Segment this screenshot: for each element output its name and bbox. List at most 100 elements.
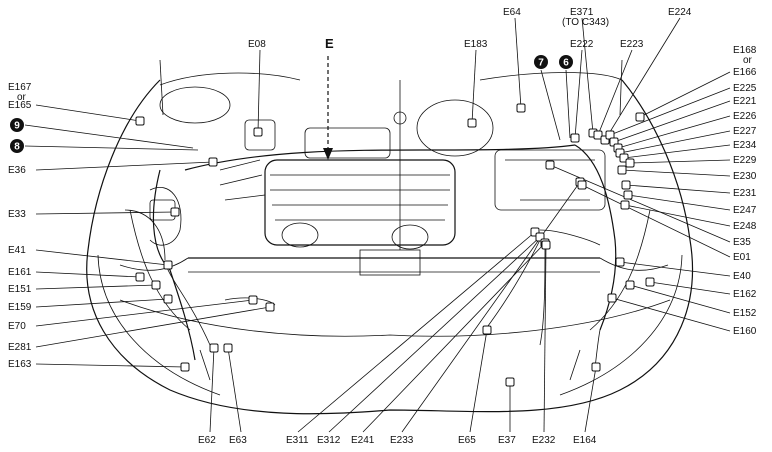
connector-e33 (170, 207, 180, 217)
connector-e165 (135, 116, 145, 126)
circle-marker-label-m8: 8 (14, 142, 20, 153)
leader-e08 (257, 49, 261, 133)
connector-label-e35: E35 (733, 237, 751, 248)
leader-e371 (581, 17, 594, 134)
connector-e151 (151, 280, 161, 290)
leader-e33 (35, 211, 176, 215)
leader-e159 (35, 298, 169, 308)
leader-e41 (35, 249, 169, 266)
leader-e312 (328, 236, 541, 433)
leader-e183 (471, 49, 477, 124)
connector-label-e08: E08 (248, 39, 266, 50)
connector-label-or2: or (743, 55, 753, 66)
connector-label-e164: E164 (573, 435, 597, 446)
connector-label-e371: E371 (570, 7, 594, 18)
connector-label-e163: E163 (8, 359, 32, 370)
connector-e37 (505, 377, 515, 387)
connector-label-e167: E167 (8, 82, 32, 93)
leader-e233 (401, 181, 581, 433)
connector-e161 (135, 272, 145, 282)
connector-e229 (625, 158, 635, 168)
leader-e248 (624, 204, 731, 227)
connector-label-e281: E281 (8, 342, 32, 353)
leader-e162 (649, 281, 731, 295)
view-e-arrow: E (323, 36, 334, 160)
connector-label-e160: E160 (733, 326, 757, 337)
leader-e232 (543, 244, 547, 433)
connector-e183 (467, 118, 477, 128)
engine-assembly (149, 72, 623, 276)
leader-e311 (297, 231, 536, 433)
leader-e231 (625, 184, 731, 194)
connector-e62 (209, 343, 219, 353)
marker-leader-m8 (24, 145, 199, 151)
leader-e70 (35, 299, 254, 327)
connector-label-e165: E165 (8, 100, 32, 111)
connector-label-e234: E234 (733, 140, 757, 151)
connector-label-e33: E33 (8, 209, 26, 220)
connector-label-e227: E227 (733, 126, 757, 137)
connector-e247 (623, 190, 633, 200)
connector-label-to_c343: (TO C343) (562, 17, 609, 28)
connector-label-e248: E248 (733, 221, 757, 232)
leader-e62 (209, 347, 215, 433)
connector-e231 (621, 180, 631, 190)
marker-leader-m9 (24, 124, 194, 149)
connector-e281 (265, 302, 275, 312)
connector-e08 (253, 127, 263, 137)
circle-marker-label-m6: 6 (563, 58, 569, 69)
connector-label-e62: E62 (198, 435, 216, 446)
leader-e165 (35, 104, 141, 122)
connector-e65 (482, 325, 492, 335)
connector-label-e312: E312 (317, 435, 341, 446)
connector-e40 (615, 257, 625, 267)
connector-label-e36: E36 (8, 165, 26, 176)
connector-label-e247: E247 (733, 205, 757, 216)
leader-e229 (629, 159, 731, 164)
connector-e35 (545, 160, 555, 170)
leader-lines (24, 17, 731, 433)
connector-e160 (607, 293, 617, 303)
leader-e160 (611, 297, 731, 332)
leader-e223 (597, 49, 633, 136)
connector-label-e151: E151 (8, 284, 32, 295)
leader-e65 (469, 329, 488, 433)
connector-e164 (591, 362, 601, 372)
connector-label-e223: E223 (620, 39, 644, 50)
leader-e166 (639, 71, 731, 118)
connector-label-e70: E70 (8, 321, 26, 332)
leader-e151 (35, 284, 157, 290)
connector-label-e41: E41 (8, 245, 26, 256)
leader-e227 (619, 130, 731, 154)
connector-e64 (516, 103, 526, 113)
connector-e36 (208, 157, 218, 167)
connector-label-e01: E01 (733, 252, 751, 263)
connector-label-e161: E161 (8, 267, 32, 278)
connector-label-e229: E229 (733, 155, 757, 166)
circle-marker-m8: 8 (10, 139, 24, 153)
connector-e248 (620, 200, 630, 210)
connector-label-e166: E166 (733, 67, 757, 78)
leader-e241 (362, 242, 546, 433)
leader-e247 (627, 194, 731, 211)
connector-label-e226: E226 (733, 111, 757, 122)
circle-marker-label-m9: 9 (14, 121, 20, 132)
connector-e232 (541, 240, 551, 250)
connector-labels: E167orE165E36E33E41E161E151E159E70E281E1… (8, 7, 757, 446)
leader-e63 (227, 347, 242, 433)
connector-label-e311: E311 (286, 435, 309, 446)
connector-e166 (635, 112, 645, 122)
connector-e01 (577, 180, 587, 190)
leader-e234 (623, 144, 731, 159)
connector-e162 (645, 277, 655, 287)
connector-label-e162: E162 (733, 289, 757, 300)
connector-label-e168: E168 (733, 45, 757, 56)
circle-markers: 9 8 7 6 (10, 55, 573, 153)
circle-marker-label-m7: 7 (538, 58, 544, 69)
connector-label-e230: E230 (733, 171, 757, 182)
circle-marker-m9: 9 (10, 118, 24, 132)
leader-e152 (629, 284, 731, 314)
connector-e223 (593, 130, 603, 140)
